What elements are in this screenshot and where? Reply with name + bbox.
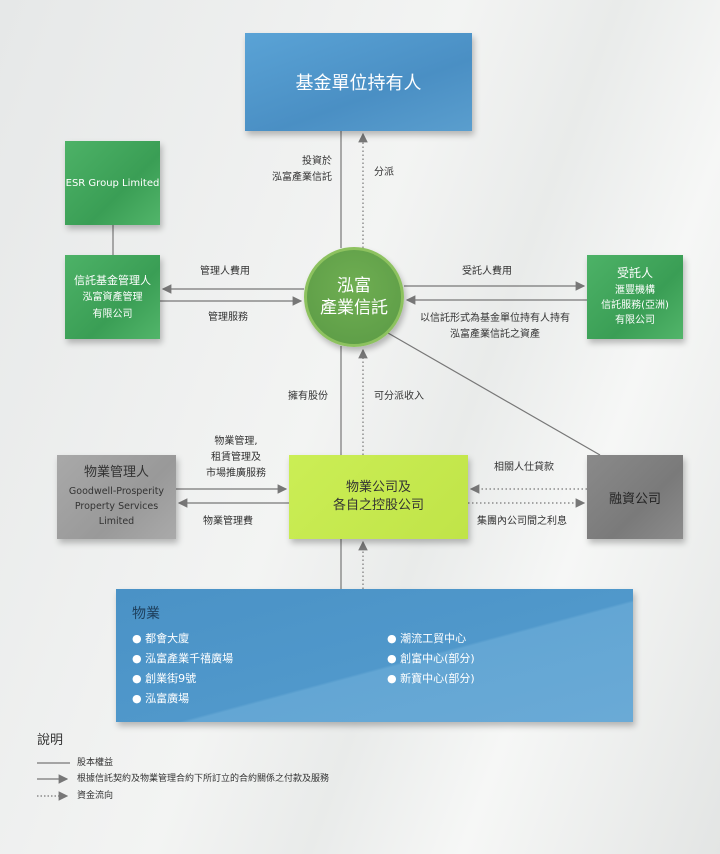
trust-name-1: 泓富 — [337, 276, 371, 296]
property-item: ● 泓富產業千禧廣場 — [132, 652, 234, 665]
legend-equity: 股本權益 — [77, 758, 114, 768]
invest-label-1: 投資於 — [302, 156, 332, 167]
property-name: 創業街9號 — [145, 672, 197, 685]
invest-label: 投資於泓富產業信託 — [250, 154, 332, 186]
trust-circle: 泓富 產業信託 — [304, 247, 404, 347]
property-item: ● 都會大廈 — [132, 632, 190, 645]
manager-fee-label: 管理人費用 — [200, 266, 250, 277]
trust-name-2: 產業信託 — [320, 298, 388, 318]
properties-list-1: ● 都會大廈 ● 泓富產業千禧廣場 ● 創業街9號 ● 泓富廣場 — [132, 629, 233, 709]
distribution-label: 分派 — [374, 167, 394, 178]
pm-services-3: 市場推廣服務 — [206, 468, 266, 479]
pm-services-2: 租賃管理及 — [211, 452, 261, 463]
trustee-name-3: 有限公司 — [615, 315, 655, 326]
trustee-name-1: 滙豐機構 — [615, 285, 655, 296]
hold-assets-1: 以信託形式為基金單位持有人持有 — [420, 313, 570, 324]
property-manager-name-1: Goodwell-Prosperity — [68, 486, 165, 497]
manager-name-2: 有限公司 — [92, 308, 133, 320]
management-services-label: 管理服務 — [208, 312, 248, 323]
loans-label: 相關人仕貸款 — [494, 462, 554, 473]
property-name: 創富中心(部分) — [400, 652, 475, 665]
property-item: ● 潮流工貿中心 — [387, 632, 467, 645]
trustee-fee-label: 受託人費用 — [462, 266, 512, 277]
property-name: 泓富產業千禧廣場 — [145, 652, 234, 665]
manager-box: 信託基金管理人 泓富資產管理 有限公司 — [65, 255, 160, 339]
pm-services-label: 物業管理, 租賃管理及市場推廣服務 — [196, 434, 276, 482]
interest-label: 集團內公司間之利息 — [477, 516, 567, 527]
property-name: 潮流工貿中心 — [400, 632, 467, 645]
property-manager-box: 物業管理人 Goodwell-Prosperity Property Servi… — [57, 455, 176, 539]
property-name: 都會大廈 — [145, 632, 190, 645]
property-companies-line-2: 各自之控股公司 — [332, 498, 424, 513]
financing-label: 融資公司 — [608, 491, 661, 507]
property-item: ● 創富中心(部分) — [387, 652, 475, 665]
property-manager-name-2: Property Services Limited — [74, 501, 159, 527]
property-name: 泓富廣場 — [145, 692, 190, 705]
properties-title: 物業 — [132, 606, 160, 622]
hold-assets-label: 以信託形式為基金單位持有人持有泓富產業信託之資產 — [410, 311, 580, 343]
trustee-name-2: 信託服務(亞洲) — [601, 300, 669, 311]
esr-label: ESR Group Limited — [65, 177, 160, 189]
manager-title: 信託基金管理人 — [74, 273, 151, 287]
property-name: 新寶中心(部分) — [400, 672, 475, 685]
shareholding-label: 擁有股份 — [288, 391, 328, 402]
manager-name: 泓富資產管理 — [82, 291, 143, 303]
properties-box: 物業 ● 都會大廈 ● 泓富產業千禧廣場 ● 創業街9號 ● 泓富廣場 ● 潮流… — [116, 589, 633, 722]
esr-box: ESR Group Limited — [65, 141, 160, 225]
property-item: ● 泓富廣場 — [132, 692, 190, 705]
properties-list-2: ● 潮流工貿中心 ● 創富中心(部分) ● 新寶中心(部分) — [387, 629, 475, 689]
legend-contract: 根據信託契約及物業管理合約下所訂立的合約關係之付款及服務 — [77, 774, 330, 784]
property-companies-box: 物業公司及 各自之控股公司 — [289, 455, 468, 539]
property-manager-title: 物業管理人 — [83, 465, 149, 480]
hold-assets-2: 泓富產業信託之資產 — [450, 329, 540, 340]
property-item: ● 創業街9號 — [132, 672, 197, 685]
legend-title: 說明 — [37, 733, 64, 748]
pm-services-1: 物業管理, — [214, 436, 258, 447]
unitholders-label: 基金單位持有人 — [295, 73, 422, 94]
invest-label-2: 泓富產業信託 — [272, 172, 332, 183]
financing-box: 融資公司 — [587, 455, 683, 539]
pm-fee-label: 物業管理費 — [203, 516, 253, 527]
trustee-box: 受託人 滙豐機構 信託服務(亞洲) 有限公司 — [587, 255, 683, 339]
property-item: ● 新寶中心(部分) — [387, 672, 475, 685]
property-companies-line-1: 物業公司及 — [345, 480, 411, 495]
unitholders-box: 基金單位持有人 — [245, 33, 472, 131]
trustee-title: 受託人 — [616, 266, 653, 280]
legend-funds: 資金流向 — [77, 791, 114, 801]
distributable-income-label: 可分派收入 — [374, 391, 424, 402]
